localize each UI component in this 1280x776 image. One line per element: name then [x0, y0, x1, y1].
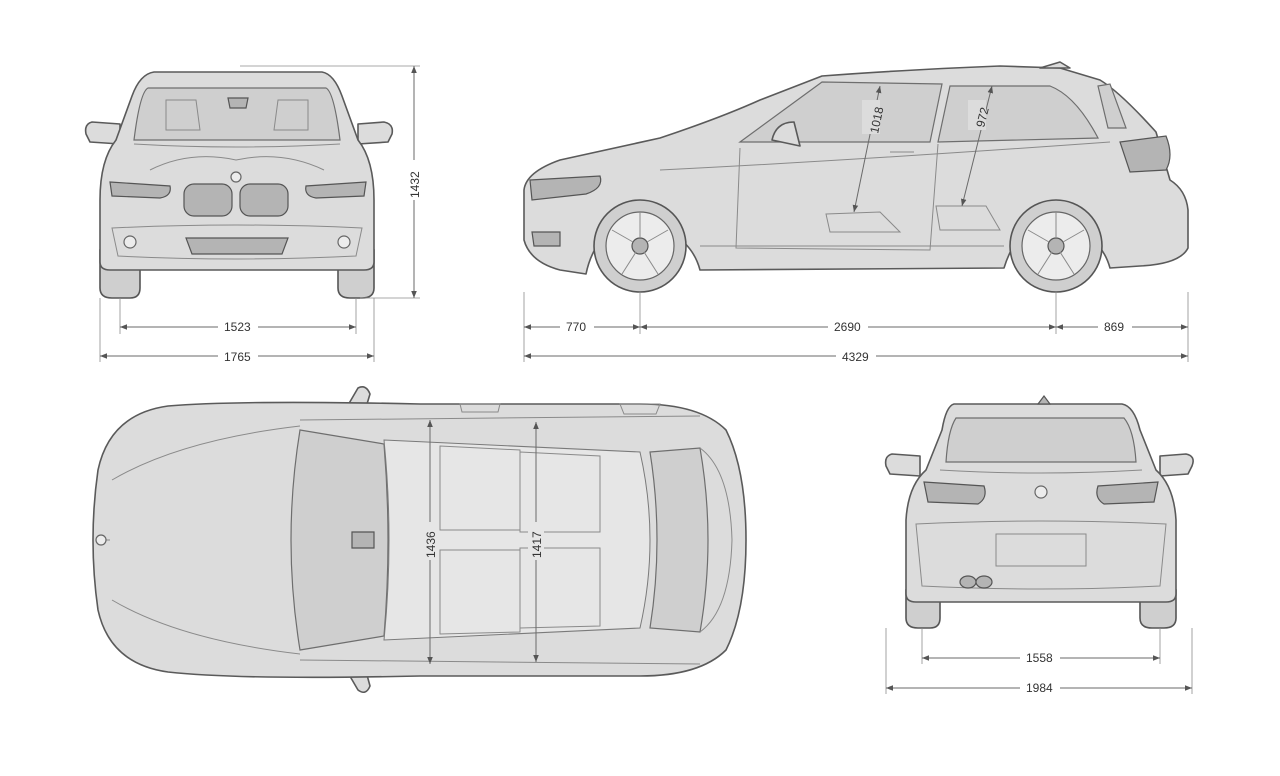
dim-side-length-label: 4329: [842, 350, 869, 364]
side-view: 1018 972 770 2690 869 4329: [523, 61, 1189, 364]
dim-rear-track-label: 1558: [1026, 651, 1053, 665]
dim-side-front-overhang-label: 770: [566, 320, 586, 334]
dim-front-width-label: 1765: [224, 350, 251, 364]
dim-side-wheelbase-label: 2690: [834, 320, 861, 334]
top-view: 1436 1417: [92, 386, 747, 694]
dim-side-rear-overhang-label: 869: [1104, 320, 1124, 334]
dim-top-shoulder-rear-label: 1417: [530, 531, 544, 558]
dim-rear-width-label: 1984: [1026, 681, 1053, 695]
dim-front-track-label: 1523: [224, 320, 251, 334]
dim-side-headroom-rear-label: 972: [973, 106, 992, 129]
dim-side-headroom-front-label: 1018: [867, 105, 886, 134]
dim-front-height-label: 1432: [408, 171, 422, 198]
dim-top-shoulder-front-label: 1436: [424, 531, 438, 558]
front-view: 1432 1523 1765: [84, 65, 422, 364]
rear-view: 1558 1984: [884, 395, 1194, 695]
